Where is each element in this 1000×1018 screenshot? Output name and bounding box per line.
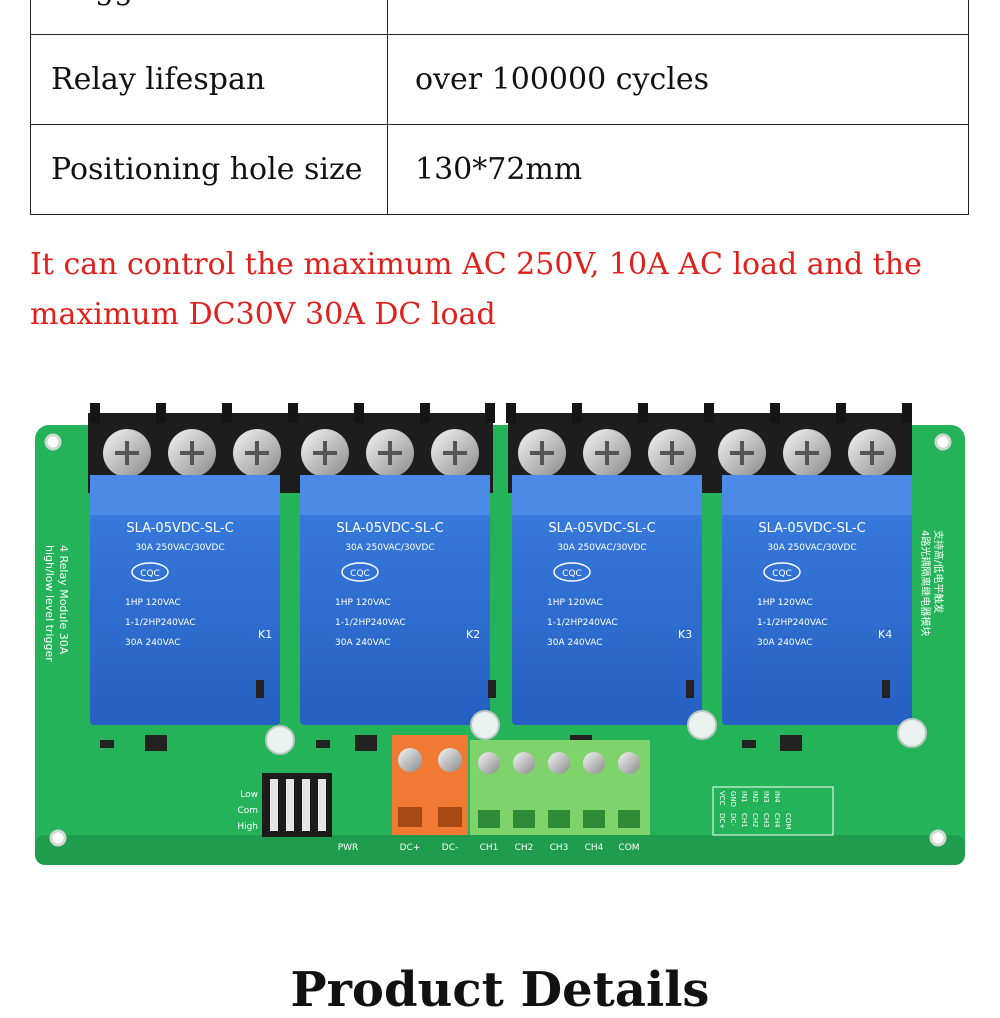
spec-table: Trigger 2-4mA Relay lifespan over 100000… (30, 0, 969, 215)
svg-text:DC-: DC- (729, 813, 737, 826)
relay-k3: SLA-05VDC-SL-C 30A 250VAC/30VDC CQC 1HP … (512, 475, 702, 725)
svg-text:30A 240VAC: 30A 240VAC (335, 638, 391, 648)
relay-label: K2 (466, 628, 480, 641)
relay-k1: SLA-05VDC-SL-C 30A 250VAC/30VDC CQC 1HP … (90, 475, 280, 725)
svg-text:1HP 120VAC: 1HP 120VAC (335, 598, 391, 608)
spec-value: over 100000 cycles (387, 34, 969, 125)
svg-text:30A 240VAC: 30A 240VAC (547, 638, 603, 648)
svg-text:1-1/2HP240VAC: 1-1/2HP240VAC (757, 618, 828, 628)
spec-label: Positioning hole size (30, 124, 388, 215)
indicator-led (265, 710, 927, 755)
mounting-hole (929, 829, 947, 847)
mounting-hole (49, 829, 67, 847)
svg-text:30A 250VAC/30VDC: 30A 250VAC/30VDC (767, 543, 856, 553)
svg-text:30A 250VAC/30VDC: 30A 250VAC/30VDC (345, 543, 434, 553)
svg-text:CQC: CQC (140, 569, 160, 579)
relay-model-text: SLA-05VDC-SL-C (336, 521, 443, 536)
silk-label: CH3 (550, 843, 569, 853)
power-terminal[interactable] (392, 735, 468, 835)
load-capacity-note: It can control the maximum AC 250V, 10A … (30, 247, 922, 332)
relay-model-text: SLA-05VDC-SL-C (126, 521, 233, 536)
table-row: Relay lifespan over 100000 cycles (30, 34, 969, 125)
svg-text:DC+: DC+ (718, 813, 726, 829)
relay-label: K1 (258, 628, 272, 641)
relay-module-photo: SLA-05VDC-SL-C 30A 250VAC/30VDC CQC 1HP … (35, 403, 965, 865)
svg-text:1-1/2HP240VAC: 1-1/2HP240VAC (547, 618, 618, 628)
svg-text:GND: GND (729, 791, 737, 807)
silk-label: CH4 (585, 843, 604, 853)
table-row: Positioning hole size 130*72mm (30, 124, 969, 215)
relay-label: K4 (878, 628, 892, 641)
spec-label: Relay lifespan (30, 34, 388, 125)
silk-label: DC+ (400, 843, 421, 853)
svg-text:IN2: IN2 (751, 791, 759, 803)
svg-text:IN4: IN4 (773, 791, 781, 803)
svg-text:CH2: CH2 (751, 813, 759, 828)
svg-text:CH4: CH4 (773, 813, 781, 828)
jumper-label: Low (240, 790, 258, 800)
spec-value: 2-4mA (387, 0, 969, 35)
svg-text:30A 250VAC/30VDC: 30A 250VAC/30VDC (135, 543, 224, 553)
board-cn-text: 4路光耦隔离继电器模块 (919, 530, 932, 636)
signal-terminal[interactable] (470, 740, 650, 835)
svg-text:30A 240VAC: 30A 240VAC (125, 638, 181, 648)
mounting-hole (44, 433, 62, 451)
svg-text:CQC: CQC (350, 569, 370, 579)
svg-text:1HP 120VAC: 1HP 120VAC (125, 598, 181, 608)
svg-text:1HP 120VAC: 1HP 120VAC (547, 598, 603, 608)
jumper-label: Com (237, 806, 258, 816)
relay-label: K3 (678, 628, 692, 641)
spec-label: Trigger (30, 0, 388, 35)
svg-text:1HP 120VAC: 1HP 120VAC (757, 598, 813, 608)
jumper-label: High (237, 822, 258, 832)
svg-text:1-1/2HP240VAC: 1-1/2HP240VAC (125, 618, 196, 628)
svg-text:IN1: IN1 (740, 791, 748, 803)
svg-text:30A 250VAC/30VDC: 30A 250VAC/30VDC (557, 543, 646, 553)
silk-label: DC- (442, 843, 458, 853)
svg-text:30A 240VAC: 30A 240VAC (757, 638, 813, 648)
silk-label: CH1 (480, 843, 499, 853)
svg-text:CH1: CH1 (740, 813, 748, 828)
pin-header[interactable] (712, 786, 834, 836)
board-cn-text: 支持高/低电平触发 (932, 530, 945, 613)
spec-value: 130*72mm (387, 124, 969, 215)
relay-model-text: SLA-05VDC-SL-C (758, 521, 865, 536)
silk-label: CH2 (515, 843, 534, 853)
svg-text:COM: COM (784, 813, 792, 829)
relay-k2: SLA-05VDC-SL-C 30A 250VAC/30VDC CQC 1HP … (300, 475, 490, 725)
relay-model-text: SLA-05VDC-SL-C (548, 521, 655, 536)
section-heading: Product Details (290, 962, 710, 1018)
svg-text:VCC: VCC (718, 791, 726, 806)
relay-k4: SLA-05VDC-SL-C 30A 250VAC/30VDC CQC 1HP … (722, 475, 912, 725)
svg-text:CQC: CQC (562, 569, 582, 579)
table-row: Trigger 2-4mA (30, 0, 969, 35)
silk-label: COM (618, 843, 639, 853)
board-trigger-text: high/low level trigger (43, 545, 56, 662)
svg-text:IN3: IN3 (762, 791, 770, 803)
board-title-text: 4 Relay Module 30A (57, 545, 70, 655)
silk-label: PWR (338, 843, 359, 853)
svg-text:1-1/2HP240VAC: 1-1/2HP240VAC (335, 618, 406, 628)
trigger-jumper[interactable] (262, 773, 332, 837)
svg-text:CQC: CQC (772, 569, 792, 579)
mounting-hole (934, 433, 952, 451)
svg-text:CH3: CH3 (762, 813, 770, 828)
